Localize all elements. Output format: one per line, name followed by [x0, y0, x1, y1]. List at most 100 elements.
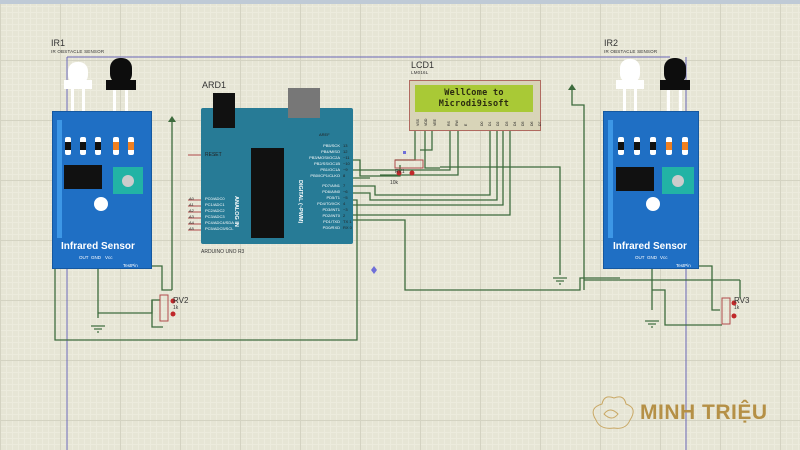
rv1-reference: RV1 [395, 169, 405, 175]
arduino-reset-label: RESET [205, 152, 222, 158]
arduino-analog-pin-label: PC2/ADC2 [205, 208, 225, 213]
ir1-test-pin: TestPin [123, 263, 138, 268]
arduino-digital-pin-num[interactable]: ~5 [343, 195, 348, 200]
rv2-reference: RV2 [173, 296, 189, 305]
wire-ir1-gnd-rv2 [98, 299, 160, 314]
watermark-logo-text: MINH TRIỆU [640, 401, 768, 424]
arduino-reference: ARD1 [202, 80, 227, 90]
ir1-board-edge [57, 120, 62, 238]
lcd-pin-label[interactable]: D6 [529, 121, 534, 126]
arduino-digital-pin-num[interactable]: 2 [343, 213, 346, 218]
ir1-pin-vcc: Vcc [105, 255, 113, 260]
arduino-analog-pin-label: PC5/ADC5/SCL [205, 226, 234, 231]
arduino-digital-pin-num[interactable]: ~11 [343, 155, 350, 160]
arduino-digital-pin-num[interactable]: TX 1 [343, 219, 352, 224]
arduino-analog-pin-num[interactable]: A3 [189, 214, 194, 219]
arduino-digital-pin-label: PD2/INT0 [322, 213, 340, 218]
rv3-value: 1k [734, 305, 740, 311]
arduino-analog-pin-num[interactable]: A5 [189, 226, 194, 231]
lcd-pin-label[interactable]: D1 [488, 121, 493, 126]
ir1-chip-icon [64, 165, 102, 189]
lcd-pin-label[interactable]: VSS [416, 118, 420, 126]
wire-ir1-testpin [148, 265, 172, 291]
lcd-reference: LCD1 [411, 60, 435, 70]
lcd-pin-label[interactable]: D4 [513, 121, 517, 126]
lcd-pin-label[interactable]: E [463, 123, 468, 126]
ir1-board-title: Infrared Sensor [61, 241, 135, 252]
ir2-pin-gnd: GND [647, 255, 657, 260]
lcd-screen: WellCome to Microdi9isoft [415, 85, 533, 112]
arduino-digital-pin-label: PD7/AIN1 [322, 183, 340, 188]
arduino-digital-pin-label: PB2/SS/OC1B [313, 161, 340, 166]
arduino-digital-pin-label: PD5/T1 [326, 195, 340, 200]
cursor-crosshair-icon [371, 266, 377, 274]
rv3-potentiometer-icon [721, 297, 737, 325]
lcd-pin-label[interactable]: RS [446, 121, 451, 126]
arduino-digital-pin-num[interactable]: 8 [343, 173, 346, 178]
wire-ir2-testpin [696, 265, 720, 311]
arduino-power-jack-icon [213, 93, 235, 128]
ir2-led-receiver-icon [660, 58, 690, 111]
arduino-digital-pin-num[interactable]: 7 [343, 183, 346, 188]
arduino-analog-pin-num[interactable]: A4 [189, 220, 194, 225]
wire-ground-mid [440, 166, 561, 275]
wire-ir2-gnd-rv3 [652, 289, 722, 326]
arduino-digital-pin-num[interactable]: 4 [343, 201, 346, 206]
arduino-digital-pin-label: PD4/T0/XCK [317, 201, 340, 206]
lcd-pin-label[interactable]: VDD [424, 118, 429, 126]
rv3-reference: RV3 [734, 296, 750, 305]
wire-lcd-d5 [345, 128, 498, 201]
arduino-digital-pin-num[interactable]: ~3 [343, 207, 348, 212]
sheet-border [66, 56, 687, 450]
ir1-board[interactable]: Infrared Sensor OUT GND Vcc TestPin [52, 111, 152, 269]
power-arrow-icon [168, 84, 576, 122]
arduino-digital-pin-label: PB0/ICP1/CLKO [310, 173, 340, 178]
wire-lcd-d4 [345, 128, 491, 196]
ir1-led-receiver-icon [106, 58, 136, 111]
arduino-digital-pin-num[interactable]: RX 0 [343, 225, 352, 230]
arduino-analog-pin-label: PC3/ADC3 [205, 214, 225, 219]
window-top-edge [0, 0, 800, 4]
lcd-pin-label[interactable]: D7 [537, 121, 542, 126]
arduino-analog-pin-num[interactable]: A0 [189, 196, 194, 201]
wire-lcd-rs [345, 128, 451, 171]
ir2-trimmer-icon [662, 167, 694, 194]
ir2-board-edge [608, 120, 613, 238]
arduino-digital-section: DIGITAL (~PWM) [297, 180, 303, 224]
ir2-led-emitter-icon [616, 59, 644, 111]
ir2-chip-icon [616, 167, 654, 191]
arduino-analog-pin-label: PC1/ADC1 [205, 202, 225, 207]
arduino-digital-pin-num[interactable]: 12 [343, 149, 348, 154]
ir1-reference: IR1 [51, 38, 66, 48]
lcd-pin-label[interactable]: RW [455, 120, 460, 126]
lcd-pin-label[interactable]: D0 [479, 121, 484, 126]
arduino-usb-port-icon [288, 88, 320, 118]
arduino-analog-pin-num[interactable]: A1 [189, 202, 194, 207]
ir1-pin-out: OUT [79, 255, 89, 260]
arduino-model: ARDUINO UNO R3 [201, 249, 245, 255]
arduino-digital-pin-num[interactable]: ~10 [343, 161, 350, 166]
ir2-test-pin: TestPin [676, 263, 691, 268]
wire-lcd-vee [420, 128, 433, 151]
arduino-board[interactable]: ANALOG IN DIGITAL (~PWM) [201, 108, 353, 244]
rv2-value: 1k [173, 305, 179, 311]
arduino-digital-pin-num[interactable]: ~9 [343, 167, 348, 172]
rv2-potentiometer-icon [159, 294, 176, 322]
arduino-digital-pin-num[interactable]: ~6 [343, 189, 348, 194]
rv1-potentiometer-icon [394, 151, 424, 176]
rv1-value: 10k [390, 180, 399, 186]
wire-rv2-bottom [151, 300, 163, 328]
ir2-board[interactable]: Infrared Sensor OUT GND Vcc TestPin [603, 111, 699, 269]
lcd-pin-label[interactable]: D2 [496, 121, 501, 126]
lcd-pin-label[interactable]: D3 [504, 121, 509, 126]
wire-vcc-mid [571, 88, 585, 290]
logo-flower-icon [592, 396, 634, 429]
lcd-pin-label[interactable]: D5 [521, 121, 526, 126]
lcd-pin-label[interactable]: VEE [432, 118, 437, 126]
arduino-analog-pin-num[interactable]: A2 [189, 208, 194, 213]
arduino-aref-label: AREF [319, 132, 330, 137]
ir2-pin-vcc: Vcc [660, 255, 668, 260]
arduino-digital-pin-label: PD6/AIN0 [322, 189, 340, 194]
arduino-digital-pin-num[interactable]: 13 [343, 143, 348, 148]
